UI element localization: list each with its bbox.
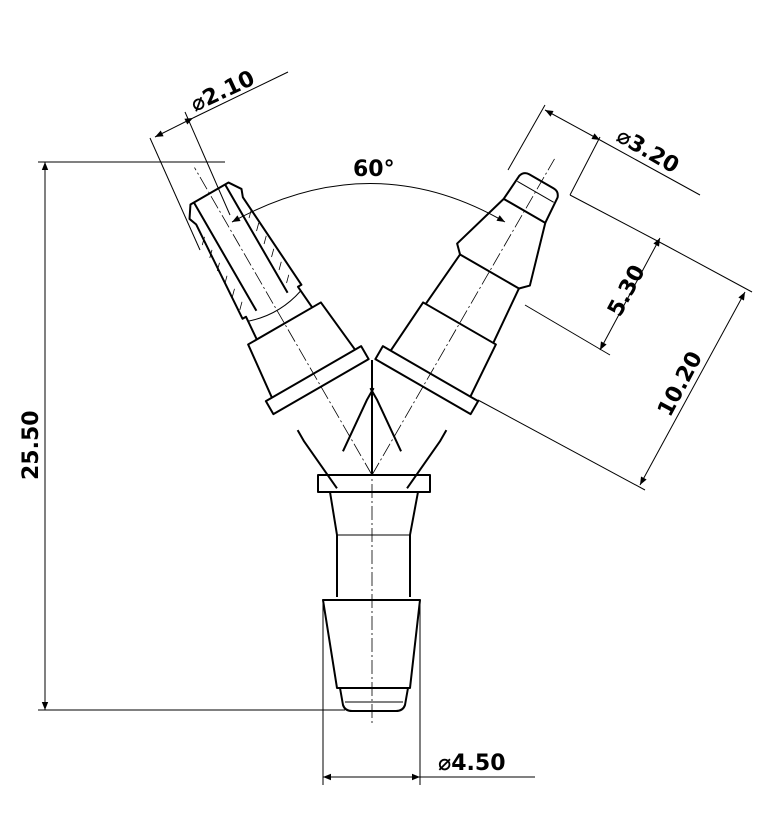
arm-length-label: 10.20 <box>653 348 708 421</box>
angle-label: 60° <box>353 157 395 182</box>
svg-text:⌀2.10: ⌀2.10 <box>187 66 259 117</box>
svg-text:⌀4.50: ⌀4.50 <box>438 751 506 776</box>
barb-length-dimension: 5.30 <box>524 194 666 356</box>
diameter-symbol: ⌀ <box>438 751 451 776</box>
left-inlet-arm <box>188 167 402 489</box>
svg-text:⌀3.20: ⌀3.20 <box>612 124 683 179</box>
barb-length-label: 5.30 <box>603 261 651 321</box>
arm-length-dimension: 10.20 <box>477 244 753 491</box>
right-inlet-diameter-label: 3.20 <box>623 130 683 179</box>
right-inlet-arm <box>342 158 559 489</box>
overall-height-label: 25.50 <box>19 410 44 480</box>
outlet-diameter-label: 4.50 <box>451 751 505 776</box>
angle-dimension: 60° <box>231 157 506 223</box>
outlet-diameter-dimension: ⌀4.50 <box>322 600 535 785</box>
outlet-stem <box>317 360 431 725</box>
overall-height-dimension: 25.50 <box>19 161 345 711</box>
left-inlet-diameter-dimension: ⌀2.10 <box>149 66 289 251</box>
right-inlet-diameter-dimension: ⌀3.20 <box>507 104 701 196</box>
left-inlet-diameter-label: 2.10 <box>199 66 259 112</box>
